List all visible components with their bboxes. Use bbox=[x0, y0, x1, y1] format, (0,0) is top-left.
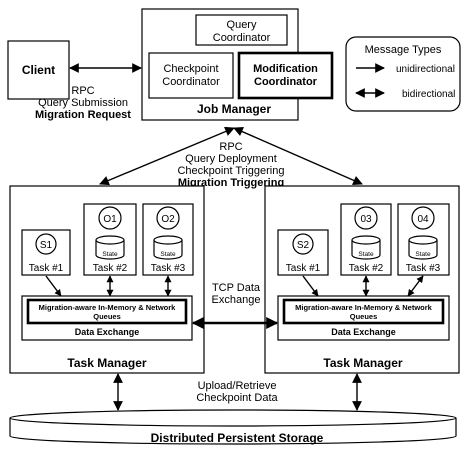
legend-title: Message Types bbox=[365, 44, 442, 56]
job-manager-title: Job Manager bbox=[197, 102, 271, 116]
svg-text:Coordinator: Coordinator bbox=[254, 76, 318, 88]
svg-text:Migration-aware In-Memory & Ne: Migration-aware In-Memory & Network bbox=[39, 303, 177, 312]
svg-text:TCP Data: TCP Data bbox=[212, 282, 261, 294]
svg-text:Queues: Queues bbox=[350, 312, 378, 321]
task-3-o2: O2 State Task #3 bbox=[142, 203, 194, 276]
job-manager: Query Coordinator Checkpoint Coordinator… bbox=[141, 8, 334, 121]
modification-coordinator-box bbox=[237, 51, 334, 100]
distributed-persistent-storage: Distributed Persistent Storage bbox=[9, 409, 457, 445]
svg-text:State: State bbox=[415, 251, 431, 258]
svg-text:O2: O2 bbox=[161, 214, 175, 225]
task-2-03: 03 State Task #2 bbox=[340, 203, 392, 276]
svg-text:Task #1: Task #1 bbox=[286, 263, 321, 274]
migration-queues-box bbox=[26, 298, 188, 325]
svg-text:Query Submission: Query Submission bbox=[38, 97, 128, 109]
storage-link-label: Upload/Retrieve Checkpoint Data bbox=[196, 380, 278, 404]
task-manager-2: S2 Task #1 03 State Task #2 04 State Tas… bbox=[264, 185, 460, 374]
message-types-legend: Message Types unidirectional bidirection… bbox=[345, 36, 461, 112]
svg-text:Coordinator: Coordinator bbox=[213, 32, 271, 44]
query-coordinator-box bbox=[195, 14, 288, 46]
svg-text:State: State bbox=[358, 251, 374, 258]
task-manager-title: Task Manager bbox=[67, 356, 146, 370]
svg-text:Queues: Queues bbox=[93, 312, 121, 321]
state-cylinder bbox=[408, 240, 438, 260]
legend-unidirectional: unidirectional bbox=[396, 64, 455, 75]
migration-queues-box bbox=[282, 298, 445, 325]
svg-text:Coordinator: Coordinator bbox=[162, 76, 220, 88]
svg-text:04: 04 bbox=[417, 214, 429, 225]
svg-text:Task #2: Task #2 bbox=[349, 263, 384, 274]
svg-text:Task #3: Task #3 bbox=[406, 263, 441, 274]
svg-text:Task #1: Task #1 bbox=[29, 263, 64, 274]
svg-text:Migration-aware In-Memory & Ne: Migration-aware In-Memory & Network bbox=[295, 303, 433, 312]
state-cylinder bbox=[95, 240, 125, 260]
task-manager-title: Task Manager bbox=[323, 356, 402, 370]
data-exchange-label: Data Exchange bbox=[75, 327, 140, 337]
client-label: Client bbox=[22, 63, 55, 77]
task-manager-1: S1 Task #1 O1 State Task #2 O2 State Tas… bbox=[9, 185, 205, 374]
jobmanager-taskmanager2-arrow bbox=[233, 127, 363, 185]
tcp-link-label: TCP Data Exchange bbox=[212, 282, 261, 306]
task-2-o1: O1 State Task #2 bbox=[83, 203, 137, 276]
client-link-label: RPC Query Submission Migration Request bbox=[35, 85, 131, 121]
svg-text:03: 03 bbox=[360, 214, 372, 225]
query-coordinator-label: Query bbox=[227, 19, 257, 31]
svg-text:S1: S1 bbox=[40, 240, 53, 251]
deployment-link-label: RPC Query Deployment Checkpoint Triggeri… bbox=[177, 141, 284, 189]
svg-text:Exchange: Exchange bbox=[212, 294, 261, 306]
svg-text:O1: O1 bbox=[103, 214, 117, 225]
task-1-s2: S2 Task #1 bbox=[277, 229, 329, 276]
svg-text:Upload/Retrieve: Upload/Retrieve bbox=[198, 380, 277, 392]
task-3-04: 04 State Task #3 bbox=[397, 203, 450, 276]
svg-text:Checkpoint Data: Checkpoint Data bbox=[196, 392, 278, 404]
svg-text:State: State bbox=[102, 251, 118, 258]
svg-text:S2: S2 bbox=[297, 240, 310, 251]
svg-text:Query Deployment: Query Deployment bbox=[185, 153, 277, 165]
svg-text:State: State bbox=[160, 251, 176, 258]
svg-text:RPC: RPC bbox=[71, 85, 94, 97]
svg-text:Migration Request: Migration Request bbox=[35, 109, 131, 121]
legend-bidirectional: bidirectional bbox=[402, 89, 455, 100]
checkpoint-coordinator-box bbox=[148, 52, 234, 99]
state-cylinder bbox=[351, 240, 381, 260]
svg-text:Checkpoint Triggering: Checkpoint Triggering bbox=[177, 165, 284, 177]
storage-label: Distributed Persistent Storage bbox=[151, 431, 324, 445]
client-node: Client bbox=[7, 40, 70, 100]
svg-text:Task #2: Task #2 bbox=[93, 263, 128, 274]
task-1-s1: S1 Task #1 bbox=[21, 229, 71, 276]
data-exchange-label: Data Exchange bbox=[331, 327, 396, 337]
svg-text:Task #3: Task #3 bbox=[151, 263, 186, 274]
checkpoint-coordinator-label: Checkpoint bbox=[163, 63, 218, 75]
modification-coordinator-label: Modification bbox=[253, 63, 318, 75]
svg-text:RPC: RPC bbox=[219, 141, 242, 153]
jobmanager-taskmanager1-arrow bbox=[99, 126, 235, 186]
state-cylinder bbox=[153, 240, 183, 260]
